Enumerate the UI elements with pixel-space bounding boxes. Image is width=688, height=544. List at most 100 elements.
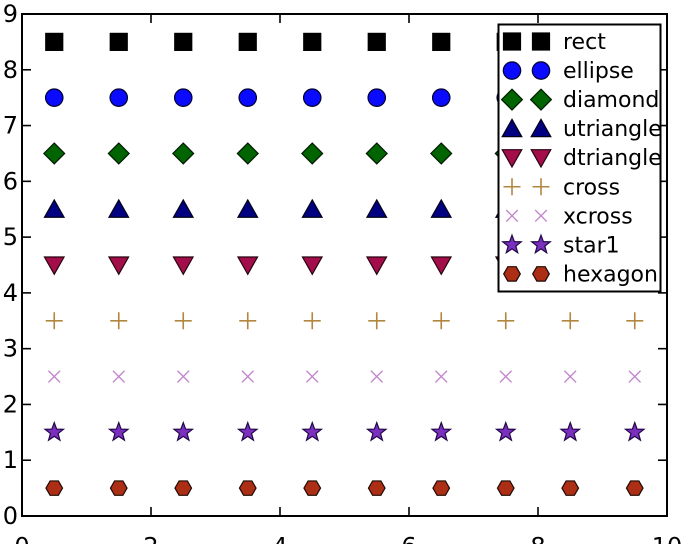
marker-diamond bbox=[43, 142, 66, 165]
marker-star1 bbox=[172, 420, 195, 442]
legend-marker-ellipse bbox=[531, 61, 551, 80]
legend-marker-cross bbox=[532, 178, 550, 196]
legend-label-diamond: diamond bbox=[563, 88, 659, 113]
marker-utriangle bbox=[43, 198, 66, 218]
marker-rect bbox=[367, 32, 386, 51]
marker-hexagon bbox=[109, 480, 128, 496]
legend-marker-diamond bbox=[529, 88, 553, 111]
legend-marker-diamond bbox=[500, 88, 524, 111]
marker-dtriangle bbox=[430, 256, 453, 276]
marker-xcross bbox=[628, 370, 642, 383]
legend-label-xcross: xcross bbox=[563, 204, 633, 229]
legend-marker-dtriangle bbox=[501, 149, 523, 169]
marker-star1 bbox=[494, 420, 517, 442]
x-tick-label: 0 bbox=[14, 533, 29, 544]
x-tick-label: 4 bbox=[272, 533, 287, 544]
marker-cross bbox=[497, 312, 515, 330]
marker-dtriangle bbox=[365, 256, 388, 276]
legend-label-cross: cross bbox=[563, 175, 620, 200]
marker-hexagon bbox=[561, 480, 580, 496]
marker-rect bbox=[432, 32, 451, 51]
marker-star1 bbox=[236, 420, 259, 442]
marker-rect bbox=[238, 32, 257, 51]
marker-ellipse bbox=[367, 88, 387, 107]
y-tick-label: 9 bbox=[3, 0, 18, 28]
legend-label-rect: rect bbox=[563, 30, 606, 55]
plot-frame bbox=[21, 13, 668, 517]
marker-utriangle bbox=[430, 198, 453, 218]
marker-star1 bbox=[365, 420, 388, 442]
marker-ellipse bbox=[302, 88, 322, 107]
marker-dtriangle bbox=[172, 256, 195, 276]
legend-marker-star1 bbox=[501, 233, 523, 255]
marker-xcross bbox=[241, 370, 255, 383]
y-tick-label: 5 bbox=[3, 223, 18, 251]
marker-diamond bbox=[172, 142, 195, 165]
marker-xcross bbox=[176, 370, 190, 383]
marker-rect bbox=[45, 32, 64, 51]
marker-star1 bbox=[301, 420, 324, 442]
marker-cross bbox=[368, 312, 386, 330]
marker-hexagon bbox=[496, 480, 515, 496]
legend-label-star1: star1 bbox=[563, 233, 620, 258]
marker-cross bbox=[45, 312, 63, 330]
marker-utriangle bbox=[365, 198, 388, 218]
marker-star1 bbox=[43, 420, 66, 442]
marker-hexagon bbox=[45, 480, 64, 496]
marker-xcross bbox=[499, 370, 513, 383]
marker-utriangle bbox=[172, 198, 195, 218]
x-tick-label: 10 bbox=[652, 533, 683, 544]
x-tick-label: 6 bbox=[401, 533, 416, 544]
legend-marker-dtriangle bbox=[530, 149, 552, 169]
marker-cross bbox=[432, 312, 450, 330]
legend-marker-cross bbox=[503, 178, 521, 196]
marker-diamond bbox=[236, 142, 259, 165]
marker-utriangle bbox=[301, 198, 324, 218]
marker-hexagon bbox=[625, 480, 644, 496]
legend bbox=[497, 23, 662, 293]
marker-xcross bbox=[47, 370, 61, 383]
y-tick-label: 1 bbox=[3, 446, 18, 474]
legend-marker-star1 bbox=[530, 233, 552, 255]
marker-diamond bbox=[365, 142, 388, 165]
marker-rect bbox=[109, 32, 128, 51]
marker-rect bbox=[303, 32, 322, 51]
marker-star1 bbox=[430, 420, 453, 442]
legend-marker-rect bbox=[502, 32, 522, 51]
y-tick-label: 6 bbox=[3, 167, 18, 195]
marker-hexagon bbox=[303, 480, 322, 496]
marker-diamond bbox=[107, 142, 130, 165]
legend-marker-hexagon bbox=[532, 266, 550, 282]
marker-ellipse bbox=[173, 88, 193, 107]
y-tick-label: 0 bbox=[3, 502, 18, 530]
y-tick-label: 3 bbox=[3, 335, 18, 363]
marker-utriangle bbox=[236, 198, 259, 218]
marker-ellipse bbox=[238, 88, 258, 107]
marker-xcross bbox=[370, 370, 384, 383]
y-tick-label: 4 bbox=[3, 279, 18, 307]
marker-dtriangle bbox=[236, 256, 259, 276]
marker-diamond bbox=[430, 142, 453, 165]
marker-xcross bbox=[434, 370, 448, 383]
marker-star1 bbox=[559, 420, 582, 442]
marker-dtriangle bbox=[107, 256, 130, 276]
legend-label-ellipse: ellipse bbox=[563, 59, 634, 84]
marker-hexagon bbox=[238, 480, 257, 496]
y-tick-label: 8 bbox=[3, 56, 18, 84]
marker-cross bbox=[561, 312, 579, 330]
legend-label-dtriangle: dtriangle bbox=[563, 146, 662, 171]
marker-ellipse bbox=[431, 88, 451, 107]
x-tick-label: 2 bbox=[143, 533, 158, 544]
marker-cross bbox=[303, 312, 321, 330]
marker-cross bbox=[110, 312, 128, 330]
legend-marker-xcross bbox=[534, 209, 548, 223]
marker-diamond bbox=[301, 142, 324, 165]
marker-xcross bbox=[563, 370, 577, 383]
legend-marker-hexagon bbox=[503, 266, 521, 282]
marker-xcross bbox=[305, 370, 319, 383]
marker-utriangle bbox=[107, 198, 130, 218]
legend-marker-rect bbox=[531, 32, 551, 51]
marker-dtriangle bbox=[43, 256, 66, 276]
